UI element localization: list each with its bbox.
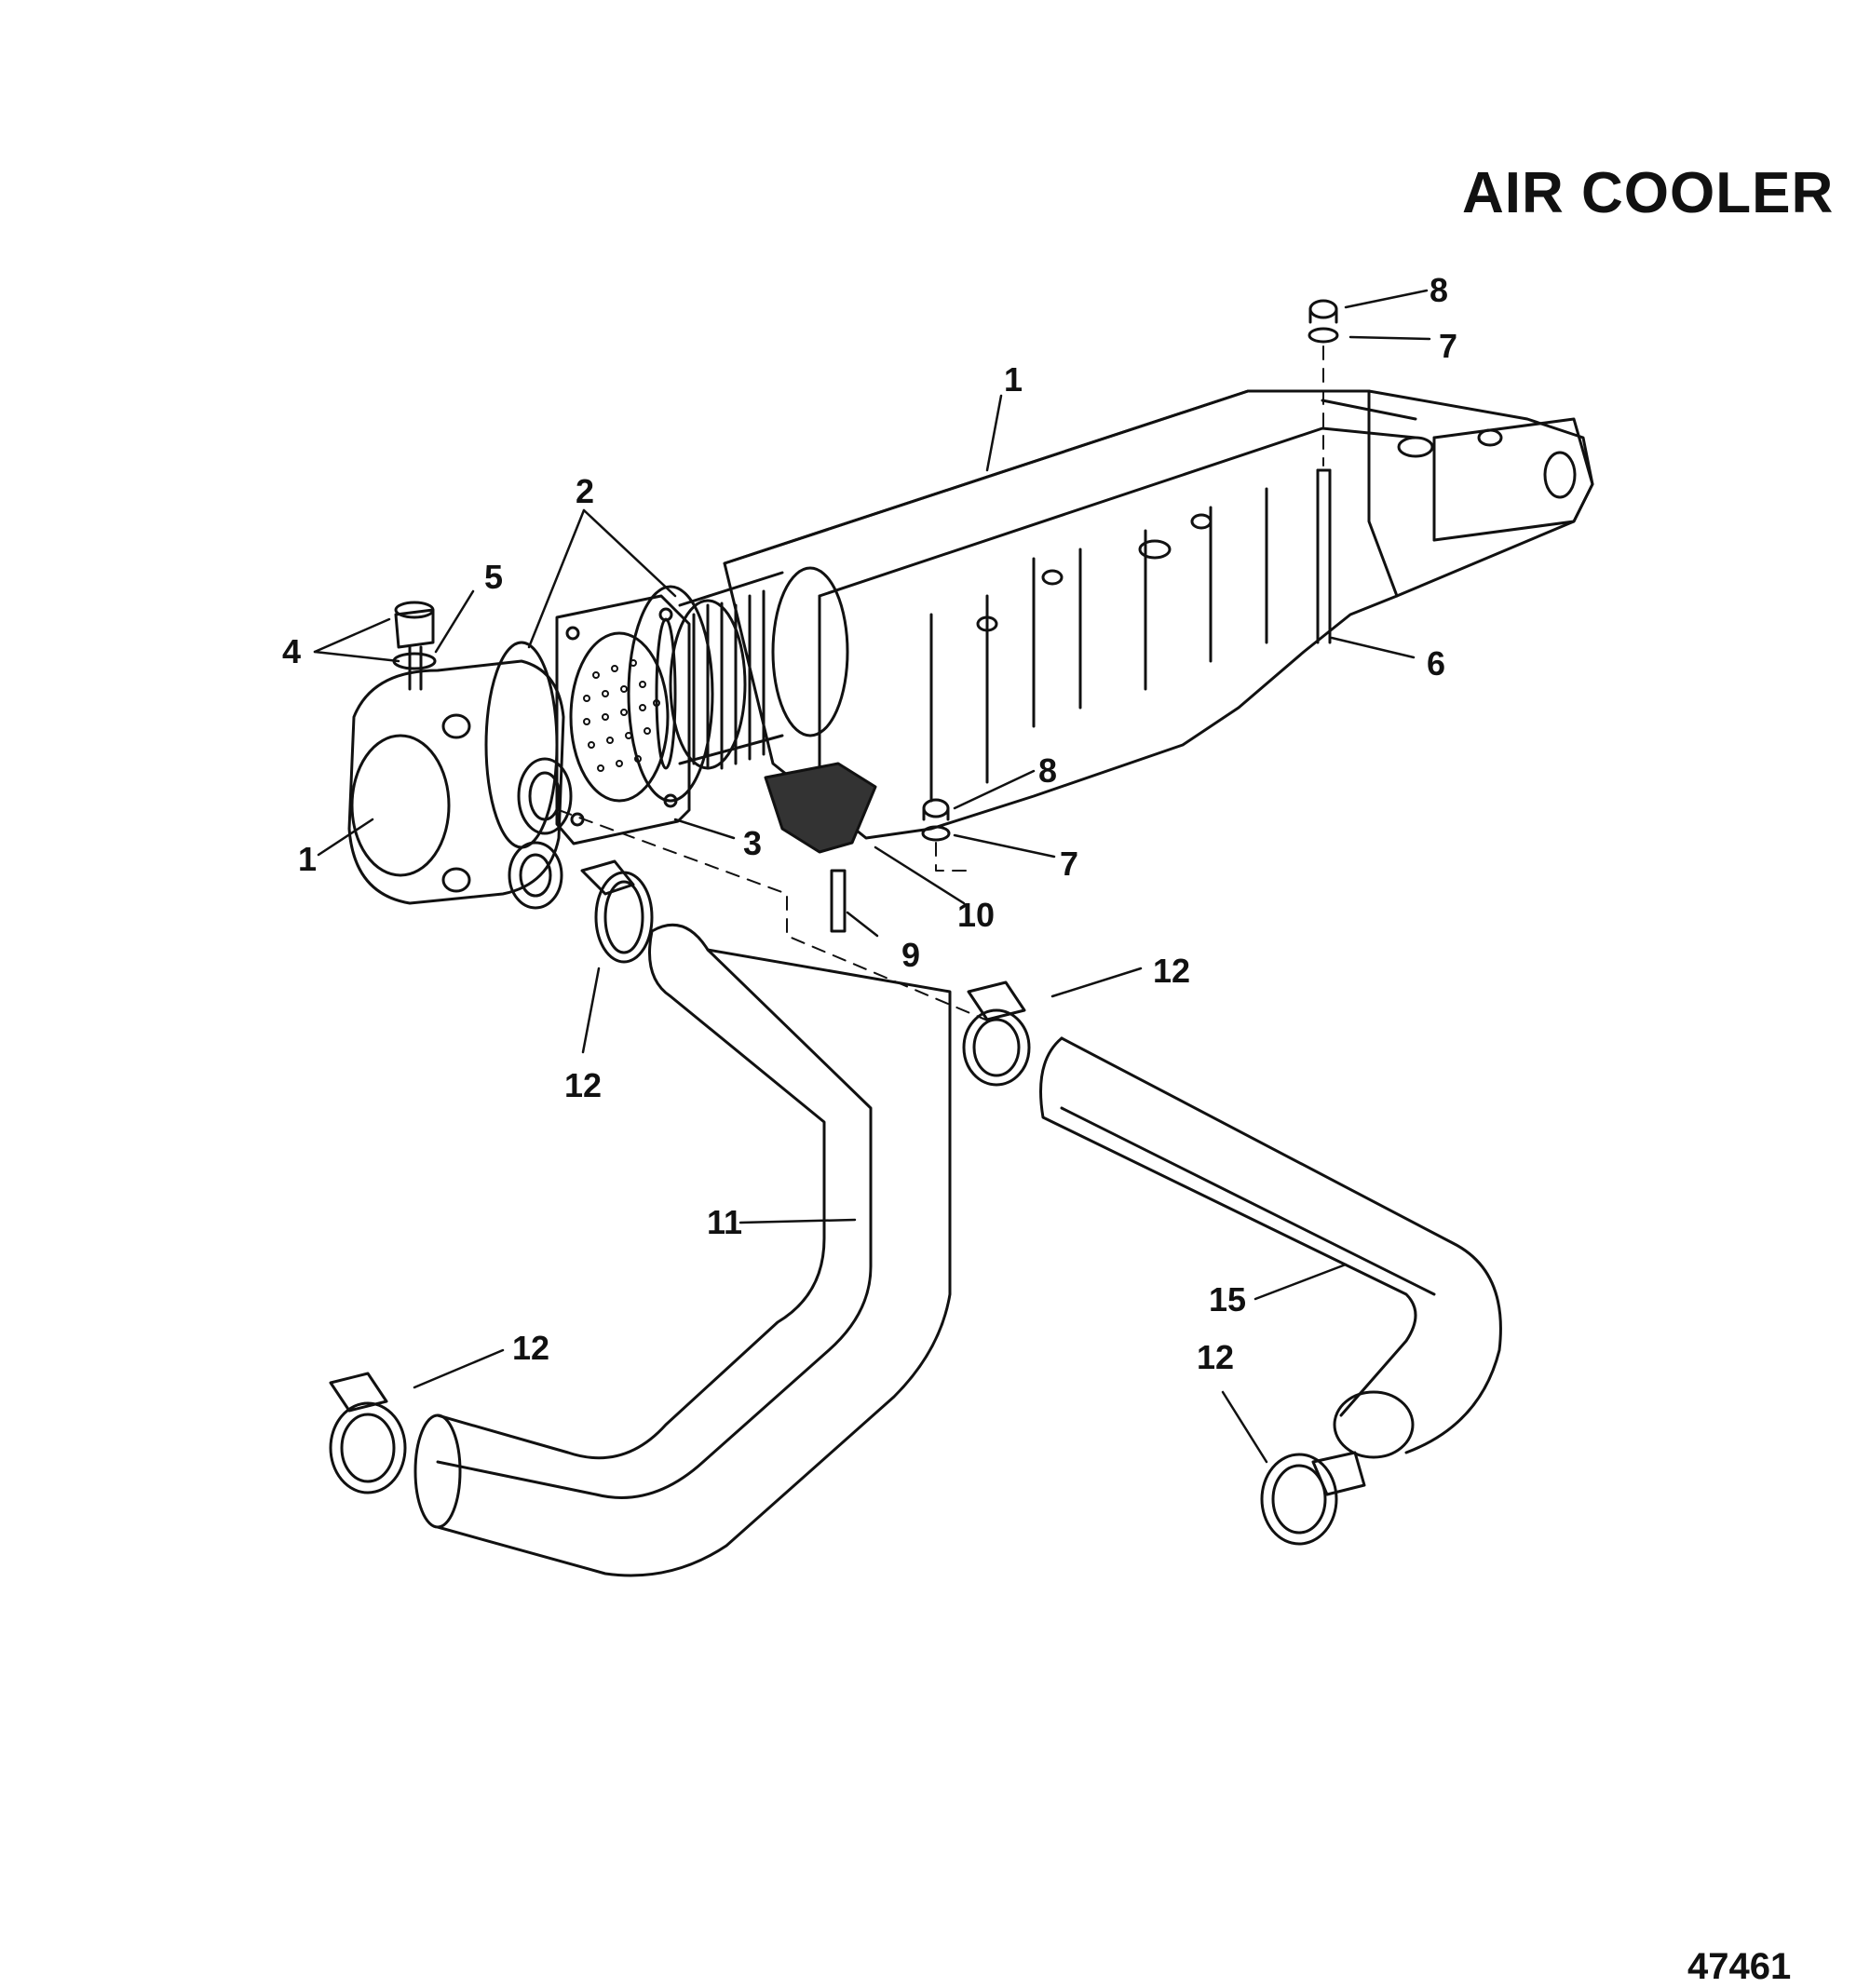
callout-8-upper: 8 [1430, 271, 1448, 309]
callout-12-top-right: 12 [1153, 952, 1190, 990]
callout-9: 9 [901, 936, 920, 974]
callout-1-housing: 1 [1004, 360, 1023, 399]
figure-number: 47461 [1687, 1946, 1792, 1987]
hose-clamp [962, 980, 1031, 1087]
callout-11: 11 [707, 1203, 742, 1241]
callout-4: 4 [282, 632, 301, 670]
callout-2: 2 [576, 472, 594, 510]
leader-lines [313, 289, 1431, 1464]
callout-12-top-left: 12 [564, 1066, 602, 1104]
nut-washer-upper [1308, 299, 1339, 344]
end-plate [555, 594, 691, 845]
callout-5: 5 [484, 558, 503, 596]
hose-clamp [580, 859, 654, 964]
callout-6: 6 [1427, 644, 1445, 683]
callout-12-bottom-left: 12 [512, 1329, 549, 1367]
gasket [764, 762, 877, 854]
o-ring-large [627, 585, 714, 803]
callout-12-bottom-right: 12 [1197, 1338, 1234, 1376]
alignment-lines [558, 345, 1324, 1025]
end-cap [347, 601, 573, 910]
callout-1-endcap: 1 [298, 840, 317, 878]
hose-clamp [329, 1372, 407, 1494]
nut-washer-lower [921, 798, 951, 842]
callout-8-lower: 8 [1038, 751, 1057, 790]
callout-7-lower: 7 [1060, 845, 1078, 883]
pin [830, 869, 847, 933]
hose-11 [413, 923, 952, 1577]
callout-10: 10 [957, 896, 995, 934]
hose-clamp [1260, 1451, 1366, 1546]
cooler-housing [723, 389, 1594, 840]
callout-15: 15 [1209, 1280, 1246, 1319]
callout-3: 3 [743, 824, 762, 862]
hose-15 [1039, 1036, 1502, 1459]
callout-7-upper: 7 [1439, 327, 1457, 365]
diagram-title: AIR COOLER [1462, 161, 1835, 225]
